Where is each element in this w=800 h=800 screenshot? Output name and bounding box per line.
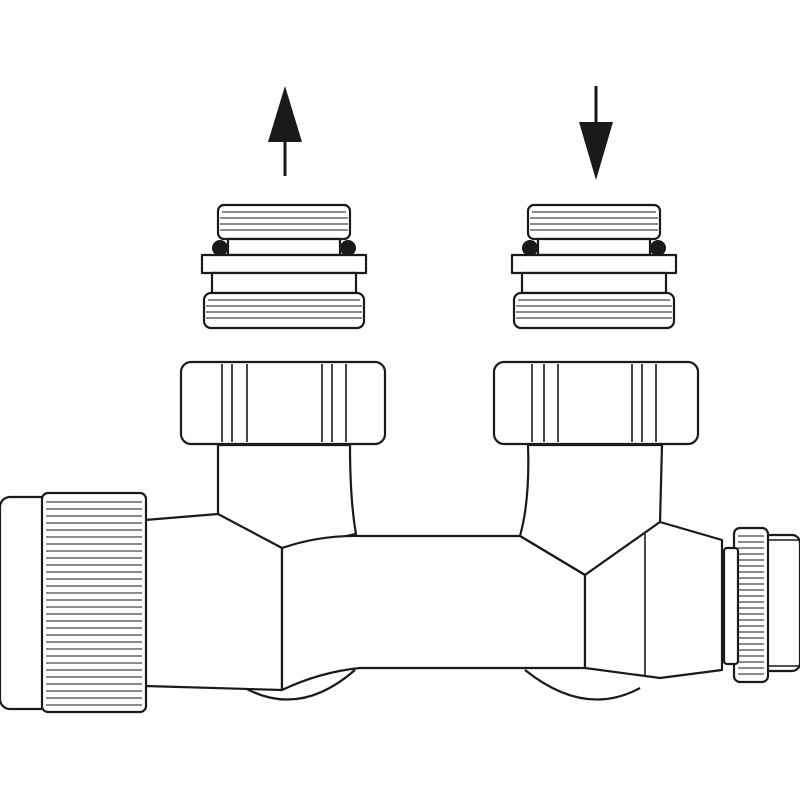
left-bottom-boss — [244, 669, 356, 701]
right-union-nut — [492, 360, 700, 446]
right-adapter-nipple — [510, 203, 678, 330]
flow-down-arrow-icon — [579, 86, 613, 180]
left-adapter-nipple — [200, 203, 368, 330]
right-bottom-boss — [524, 669, 641, 701]
left-knurled-cap — [0, 491, 148, 714]
flow-up-arrow-icon — [268, 86, 302, 176]
right-hex-plug — [722, 526, 800, 684]
left-union-nut — [179, 360, 387, 446]
valve-body — [143, 512, 724, 692]
